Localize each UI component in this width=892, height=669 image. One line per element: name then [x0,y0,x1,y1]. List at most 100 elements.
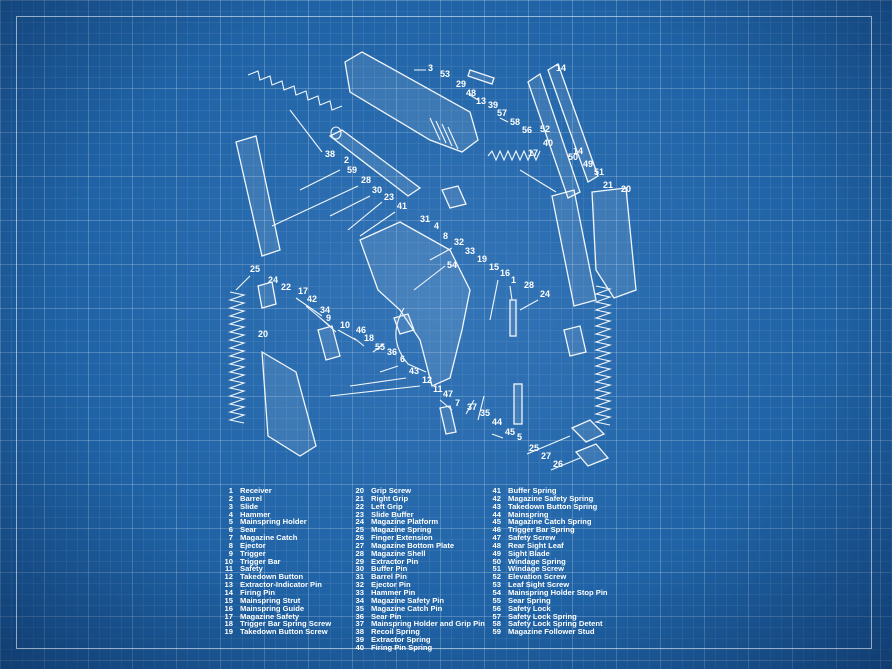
legend-item-number: 58 [492,619,501,629]
legend-item-label: Buffer Spring [508,486,557,495]
legend-item-label: Buffer Pin [371,564,408,574]
callout-number: 47 [443,389,453,399]
barrel-muzzle-part [330,126,342,140]
legend-item-label: Trigger Bar Spring [508,525,575,535]
callout-number: 32 [454,237,464,247]
legend-item-label: Sight Blade [508,548,550,558]
legend-item-label: Firing Pin Spring [371,642,433,652]
callout-number: 30 [372,185,382,195]
callout-number: 29 [456,79,466,89]
sight-blade-part [527,72,581,199]
callout-number: 14 [556,63,566,73]
legend-item-number: 48 [492,540,501,550]
legend-item-number: 51 [492,564,501,574]
legend-item-number: 6 [228,525,233,535]
legend-item-label: Hammer [240,509,271,519]
legend-item-number: 5 [228,517,233,527]
legend-item-number: 15 [224,595,233,605]
legend-item-label: Windage Screw [508,564,565,574]
legend-item-label: Sear Spring [508,595,551,605]
callout-number: 46 [356,325,366,335]
magazine-bottom-plate-part [570,419,606,443]
legend-item-number: 35 [355,603,364,613]
legend-item-number: 16 [224,603,233,613]
legend-item-label: Safety Screw [508,533,556,543]
callout-number: 25 [250,264,260,274]
callout-number: 56 [522,125,532,135]
legend-item-label: Rear Sight Leaf [508,540,564,550]
legend-item-label: Slide [240,501,259,511]
legend-item-label: Mainspring Holder and Grip Pin [371,619,485,629]
legend-item-number: 57 [492,611,501,621]
legend-item-label: Ejector [240,540,266,550]
legend-item-label: Magazine Follower Stud [508,627,595,637]
legend-item-label: Extractor-Indicator Pin [240,580,322,590]
legend-item-label: Magazine Catch Pin [371,603,443,613]
callout-number: 33 [465,246,475,256]
callout-number: 17 [528,148,538,158]
legend-item-number: 31 [355,572,364,582]
legend-item-label: Windage Spring [508,556,566,566]
legend-item-number: 14 [224,587,233,597]
callout-number: 36 [387,347,397,357]
legend-item-label: Magazine Shell [371,548,426,558]
magazine-right-part [551,189,597,307]
rear-sight-leaf-part [467,69,495,85]
legend-item-number: 2 [228,493,233,503]
windage-part [547,63,599,183]
legend-item-label: Mainspring Holder Stop Pin [508,587,608,597]
callout-number: 24 [268,275,278,285]
legend-item-number: 39 [355,635,364,645]
legend-item-number: 54 [492,587,501,597]
right-grip-part [591,187,637,299]
callout-number: 37 [467,402,477,412]
legend-item-label: Takedown Button Spring [508,501,598,511]
callout-number: 1 [511,275,516,285]
callout-number: 34 [320,305,330,315]
legend-item-label: Mainspring [508,509,549,519]
callout-number: 16 [500,268,510,278]
legend-item-label: Safety Lock Spring [508,611,577,621]
legend-item-label: Barrel Pin [371,572,407,582]
callout-number: 42 [307,294,317,304]
callout-number: 58 [510,117,520,127]
legend-item-number: 4 [228,509,233,519]
legend-item-label: Magazine Safety Pin [371,595,445,605]
legend-item: 16 Mainspring Guide [214,603,331,613]
legend-item-label: Slide Buffer [371,509,414,519]
legend-item-number: 52 [492,572,501,582]
callout-number: 22 [281,282,291,292]
legend-item-number: 47 [492,533,501,543]
callout-number: 25 [529,443,539,453]
legend-item-label: Mainspring Guide [240,603,305,613]
hammer-part [441,185,467,209]
legend-item-number: 12 [224,572,233,582]
callout-number: 9 [326,313,331,323]
legend-item-label: Recoil Spring [371,627,420,637]
legend-item: 35 Magazine Catch Pin [345,603,485,613]
legend-item-number: 11 [224,564,233,574]
legend-item-label: Receiver [240,486,272,495]
legend-item: 47 Safety Screw [482,534,608,542]
legend-item-label: Mainspring Strut [240,595,301,605]
legend-item: 54 Mainspring Holder Stop Pin [482,589,608,597]
callout-number: 27 [541,451,551,461]
